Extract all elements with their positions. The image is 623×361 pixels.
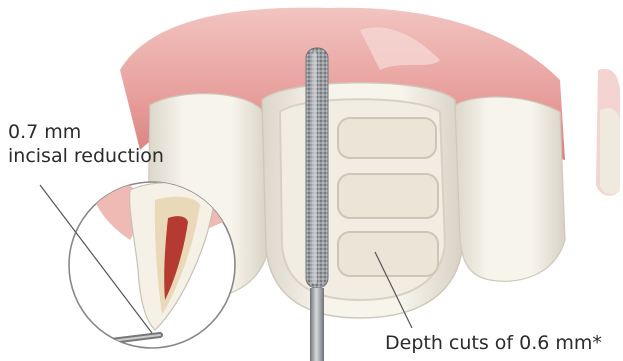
depth-cut-groove-1	[338, 118, 436, 158]
bur-shank	[310, 288, 324, 361]
incisal-reduction-label: incisal reduction	[8, 144, 164, 168]
incisal-reduction-measurement: 0.7 mm	[8, 120, 81, 144]
right-adjacent-tooth	[455, 97, 565, 281]
depth-cut-groove-3	[338, 232, 438, 276]
depth-cut-grooves	[338, 118, 438, 276]
depth-cuts-label: Depth cuts of 0.6 mm*	[385, 331, 602, 355]
depth-cut-groove-2	[338, 174, 438, 218]
distant-tooth-enamel	[600, 108, 620, 194]
bur-highlight	[312, 52, 317, 284]
